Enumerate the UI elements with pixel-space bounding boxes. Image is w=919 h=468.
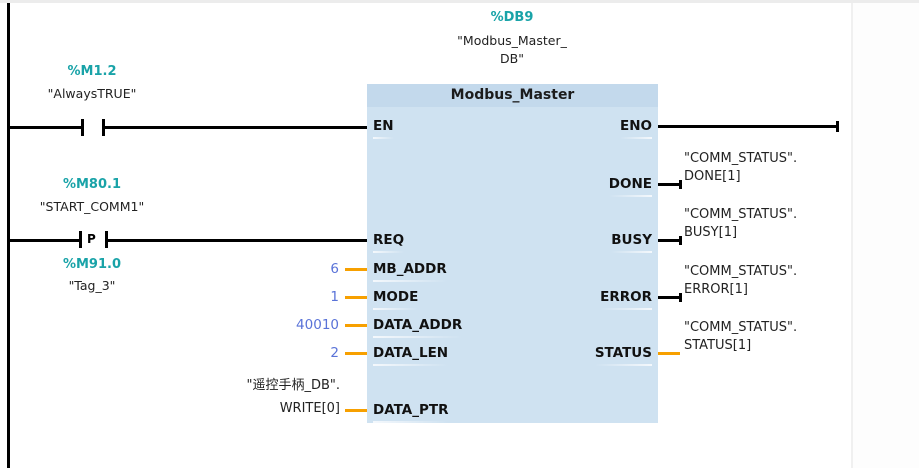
data-ptr-var-line1[interactable]: "遥控手柄_DB". — [246, 378, 340, 393]
top-strip — [0, 0, 919, 3]
pin-data-addr[interactable]: DATA_ADDR — [373, 317, 463, 338]
data-ptr-var-line2[interactable]: WRITE[0] — [279, 401, 340, 416]
instance-db-name-line2[interactable]: DB" — [500, 51, 524, 66]
edge-memory-address[interactable]: %M91.0 — [62, 257, 122, 272]
data-ptr-wire — [345, 409, 367, 412]
eno-wire-end — [836, 121, 839, 132]
done-wire-end — [679, 180, 682, 189]
busy-var-line2[interactable]: BUSY[1] — [684, 225, 738, 240]
contact-2-bar-left — [79, 231, 82, 248]
rung-2-wire-left — [8, 239, 82, 242]
busy-var-line1[interactable]: "COMM_STATUS". — [684, 207, 798, 222]
rung-1-wire-left — [8, 126, 82, 129]
contact-1-address[interactable]: %M1.2 — [67, 64, 117, 79]
error-wire-end — [679, 293, 682, 302]
pin-data-len[interactable]: DATA_LEN — [373, 345, 449, 366]
status-var-line1[interactable]: "COMM_STATUS". — [684, 320, 798, 335]
pin-status[interactable]: STATUS — [594, 345, 653, 366]
data-addr-wire — [345, 324, 367, 327]
error-var-line1[interactable]: "COMM_STATUS". — [684, 264, 798, 279]
left-power-rail — [7, 3, 10, 468]
busy-wire-end — [679, 236, 682, 245]
edge-memory-name[interactable]: "Tag_3" — [68, 278, 116, 293]
data-len-value[interactable]: 2 — [330, 345, 339, 361]
status-var-line2[interactable]: STATUS[1] — [684, 338, 752, 353]
rung-2-wire-right — [107, 239, 367, 242]
contact-2-name[interactable]: "START_COMM1" — [39, 199, 145, 214]
instance-db-address[interactable]: %DB9 — [490, 10, 534, 25]
busy-wire — [658, 239, 680, 242]
mb-addr-value[interactable]: 6 — [330, 261, 339, 277]
contact-1-bar-right — [102, 119, 105, 136]
pin-data-ptr[interactable]: DATA_PTR — [373, 402, 449, 423]
mode-wire — [345, 296, 367, 299]
status-wire — [658, 352, 680, 355]
mode-value[interactable]: 1 — [330, 289, 339, 305]
error-wire — [658, 296, 680, 299]
pin-mode[interactable]: MODE — [373, 289, 419, 310]
pin-error[interactable]: ERROR — [600, 289, 652, 310]
data-len-wire — [345, 352, 367, 355]
contact-2-bar-right — [105, 231, 108, 248]
mb-addr-wire — [345, 268, 367, 271]
pin-done[interactable]: DONE — [608, 176, 653, 197]
modbus-master-block[interactable]: Modbus_Master EN REQ MB_ADDR MODE DATA_A… — [367, 84, 658, 423]
done-var-line2[interactable]: DONE[1] — [684, 169, 741, 184]
contact-1-bar-left — [81, 119, 84, 136]
pin-en[interactable]: EN — [373, 118, 394, 139]
done-var-line1[interactable]: "COMM_STATUS". — [684, 151, 798, 166]
rung-1-wire-right — [104, 126, 367, 129]
data-addr-value[interactable]: 40010 — [296, 317, 339, 333]
pin-req[interactable]: REQ — [373, 232, 405, 253]
eno-wire — [658, 125, 838, 128]
contact-2-address[interactable]: %M80.1 — [62, 177, 122, 192]
pin-eno[interactable]: ENO — [620, 118, 652, 139]
block-title: Modbus_Master — [367, 84, 658, 107]
pin-mb-addr[interactable]: MB_ADDR — [373, 261, 447, 282]
done-wire — [658, 183, 680, 186]
instance-db-name-line1[interactable]: "Modbus_Master_ — [457, 33, 567, 48]
right-panel — [851, 3, 919, 468]
contact-1-name[interactable]: "AlwaysTRUE" — [47, 86, 137, 101]
pin-busy[interactable]: BUSY — [611, 232, 652, 253]
error-var-line2[interactable]: ERROR[1] — [684, 282, 748, 297]
p-edge-label: P — [87, 232, 96, 246]
